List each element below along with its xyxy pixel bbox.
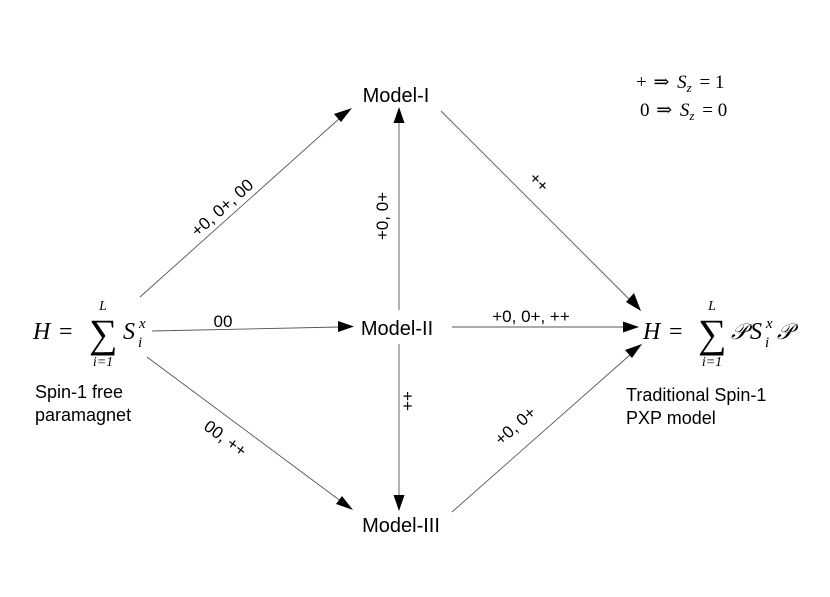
right-caption-line2: PXP model — [626, 408, 716, 428]
right-sum-sign: ∑ — [698, 311, 727, 356]
arrowhead-model3-from-model2 — [393, 495, 405, 511]
model-nodes: Model-I Model-II Model-III — [361, 85, 440, 537]
node-model2: Model-II — [361, 318, 433, 340]
left-operator-sup: x — [138, 316, 146, 332]
right-hamiltonian: H = ∑ L i=1 𝒫 S x i 𝒫 Traditional Spin-1… — [626, 299, 799, 428]
left-caption-line2: paramagnet — [35, 405, 131, 425]
edge-label-left-to-model2: 00 — [214, 312, 233, 331]
arrowhead-right-from-model3 — [625, 344, 642, 358]
arrowhead-right-from-model2 — [623, 321, 639, 333]
right-h-symbol: H — [642, 319, 662, 345]
arrowhead-model2-from-left — [338, 321, 354, 332]
arrowhead-model1-from-left — [334, 108, 352, 122]
edge-left-to-model3 — [146, 356, 343, 503]
left-operator-s: S — [123, 319, 135, 345]
edge-model1-to-right — [440, 110, 631, 301]
left-sum-upper: L — [98, 299, 107, 314]
edge-label-model3-to-right: +0, 0+ — [491, 403, 540, 449]
right-caption-line1: Traditional Spin-1 — [626, 385, 766, 405]
right-projector-right: 𝒫 — [777, 319, 799, 344]
legend: + ⇒ Sz = 1 0 ⇒ Sz = 0 — [636, 72, 727, 125]
right-operator-s: S — [750, 319, 762, 345]
edge-left-to-model2 — [151, 326, 341, 332]
node-model1: Model-I — [363, 85, 430, 107]
edge-label-left-to-model3: 00, ++ — [200, 417, 250, 461]
right-operator-sub: i — [765, 335, 769, 351]
edge-left-to-model1 — [139, 117, 341, 298]
left-sum-sign: ∑ — [89, 311, 118, 356]
edge-label-model2-to-model3: ++ — [398, 391, 417, 411]
left-caption-line1: Spin-1 free — [35, 382, 123, 402]
node-model3: Model-III — [362, 515, 440, 537]
arrowhead-model1-from-model2 — [393, 107, 405, 123]
left-hamiltonian: H = ∑ L i=1 S x i Spin-1 free paramagnet — [32, 299, 146, 425]
edges — [139, 107, 642, 513]
left-equals: = — [59, 319, 73, 345]
edge-label-model2-to-right: +0, 0+, ++ — [492, 307, 570, 326]
right-equals: = — [669, 319, 683, 345]
edge-label-model2-to-model1: +0, 0+ — [373, 192, 392, 240]
arrowhead-model3-from-left — [336, 496, 353, 510]
edge-label-model1-to-right: ++ — [525, 168, 553, 196]
edge-model3-to-right — [451, 353, 632, 513]
edge-labels: +0, 0+, 00 00 00, ++ +0, 0+ ++ ++ +0, 0+… — [187, 168, 569, 460]
right-sum-lower: i=1 — [702, 355, 722, 370]
left-operator-sub: i — [138, 335, 142, 351]
arrowhead-right-from-model1 — [626, 293, 641, 311]
legend-line-1: + ⇒ Sz = 1 — [636, 72, 724, 97]
left-h-symbol: H — [32, 319, 52, 345]
right-sum-upper: L — [707, 299, 716, 314]
right-operator-sup: x — [765, 316, 773, 332]
left-sum-lower: i=1 — [93, 355, 113, 370]
legend-line-2: 0 ⇒ Sz = 0 — [640, 100, 727, 125]
edge-label-left-to-model1: +0, 0+, 00 — [187, 175, 257, 240]
